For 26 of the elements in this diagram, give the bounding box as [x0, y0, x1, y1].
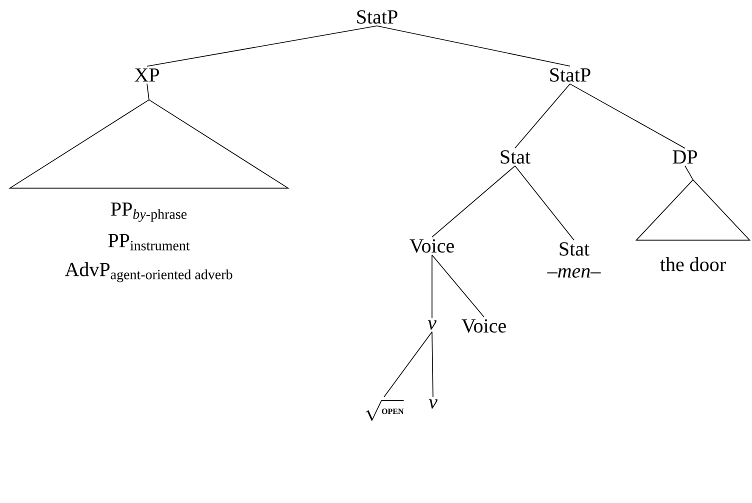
tree-label: Voice: [462, 319, 506, 333]
tree-label: StatP: [357, 10, 398, 24]
tree-label: v: [428, 399, 438, 409]
branch-line: [384, 331, 432, 398]
phrase-label: the door: [660, 257, 726, 272]
branch-line: [146, 83, 150, 100]
tree-label: $\sqrt{\text{\bfseries\footnotesize OPEN}}$: [366, 400, 404, 421]
phrase-label: $\mathrm{PP}_{\textit{by}\text{-phrase}}$: [111, 202, 187, 222]
branch-line: [432, 254, 484, 318]
branch-line: [376, 26, 570, 66]
phrase-label: $\mathrm{PP}_{\text{instrument}}$: [108, 234, 190, 250]
tree-label: DP: [672, 150, 697, 164]
tree-label: XP: [134, 68, 159, 82]
phrase-label: $\mathrm{AdvP}_{\text{agent-oriented adverb}}$: [64, 262, 232, 282]
tree-label: Stat –men–: [547, 242, 601, 278]
tree-label: v: [428, 320, 436, 330]
branch-line: [570, 84, 686, 149]
tree-label: StatP: [550, 68, 590, 82]
branch-line: [514, 84, 570, 148]
branch-line: [684, 165, 694, 180]
tree-label: Voice: [410, 239, 454, 253]
branch-line: [432, 331, 434, 398]
branch-line: [514, 166, 574, 240]
branch-line: [146, 26, 378, 67]
tree-label: Stat: [500, 150, 530, 164]
branch-line: [432, 166, 516, 238]
